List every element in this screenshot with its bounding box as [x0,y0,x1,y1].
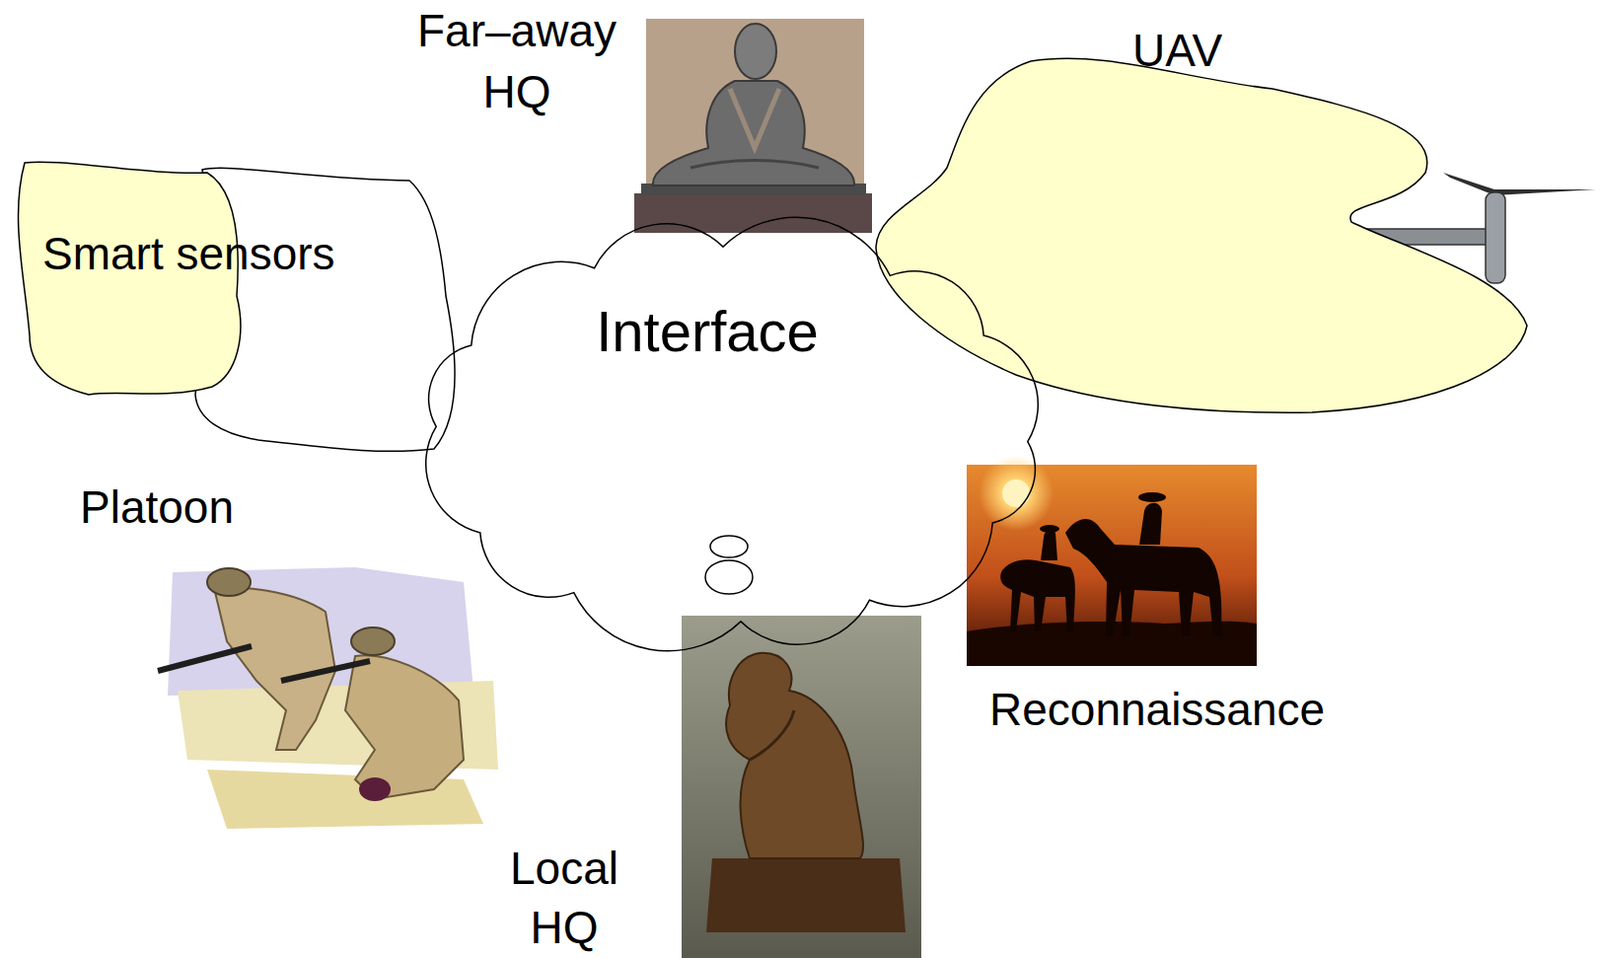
riders-photo [966,455,1257,666]
monk-statue [634,18,873,233]
uav-region [875,58,1528,413]
sensor-region [18,161,456,451]
interface-cloud-outline [394,212,1071,656]
rotor-blade [1443,172,1597,196]
monk-robe [653,80,855,186]
label-anchor: Reconnaissance [989,682,1404,736]
rider-hat [1138,492,1166,503]
interface-cloud: Interface [394,212,1071,656]
photo-background [646,18,865,202]
label-anchor: Far–away HQ [398,0,636,123]
photo-background [966,464,1257,666]
engine-nacelle [1485,192,1506,284]
interface-cloud-text: Interface [509,296,905,366]
monk-head [734,23,777,79]
hq-label: Local HQ [485,838,644,957]
unit-label: Platoon [79,480,337,534]
robe-fold [690,160,819,169]
label-anchor: Platoon [79,480,337,534]
unit-label: Reconnaissance [989,682,1404,736]
uav-region-text: UAV [1132,23,1291,78]
uav-blob [875,58,1528,413]
sensor-region-text: Smart sensors [42,226,457,282]
thinker-statue [681,615,922,958]
sensor-region: Smart sensors [11,152,466,461]
thought-bubbles [705,535,753,594]
label-anchor: Local HQ [485,838,644,957]
photo-background [681,615,922,958]
bubble-circle [710,535,748,558]
statue-base [706,858,906,933]
thinker-figure [726,653,864,859]
knee-pad [359,777,391,801]
horse-silhouette [1000,559,1076,632]
rider-hat [1039,524,1060,533]
sun [1002,479,1030,508]
uav-region: UAV [872,21,1532,417]
soldiers-clipart [157,567,499,829]
thinker-arm [749,710,795,760]
sensor-region-outline [11,152,466,461]
robe-fold [729,88,780,148]
rider-silhouette [1040,530,1058,561]
rifle [157,646,252,671]
cloud-outline [426,217,1039,651]
soldier-body [215,587,336,750]
soldier-helmet [351,627,395,655]
soldier-helmet [207,568,251,596]
rifle [281,660,370,681]
rider-silhouette [1139,503,1163,545]
hq-label: Far–away HQ [398,0,636,123]
bubble-circle [705,560,753,594]
uav-region-outline [872,21,1532,417]
soldier-body [345,654,464,800]
sun-glow [978,455,1054,531]
